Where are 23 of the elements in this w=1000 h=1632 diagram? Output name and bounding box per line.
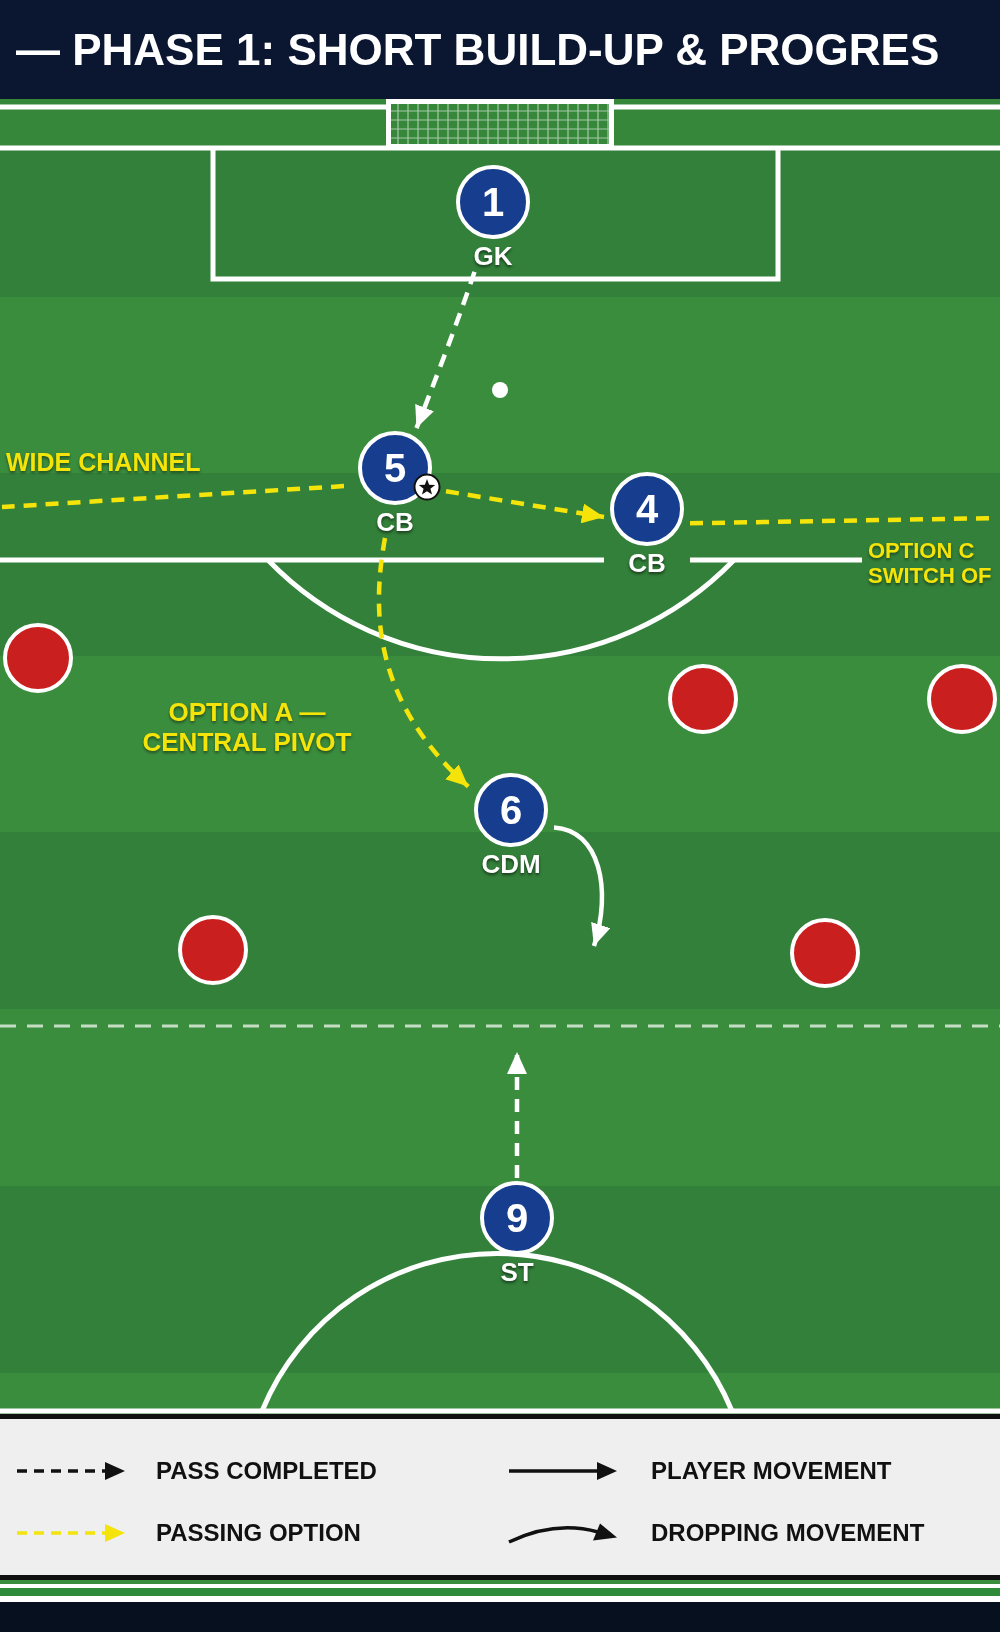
- player-marker: 1: [456, 165, 530, 239]
- arrow: [414, 271, 477, 429]
- player-marker: 4: [610, 472, 684, 546]
- edge-label: OPTION A — CENTRAL PIVOT: [141, 697, 353, 757]
- position-label: CB: [376, 507, 414, 537]
- position-label: CDM: [481, 849, 541, 879]
- position-label: ST: [500, 1257, 534, 1287]
- arrow: [445, 489, 605, 524]
- player-marker: 5: [358, 431, 432, 505]
- legend-label: DROPPING MOVEMENT: [651, 1518, 925, 1548]
- arrow: [376, 537, 470, 789]
- arrow: [553, 825, 610, 947]
- player-marker: 6: [474, 773, 548, 847]
- position-label: CB: [628, 548, 666, 578]
- legend-label: PLAYER MOVEMENT: [651, 1456, 892, 1486]
- legend-label: PASS COMPLETED: [156, 1456, 377, 1486]
- position-label: GK: [473, 241, 513, 271]
- edge-label: WIDE CHANNEL: [6, 448, 201, 477]
- player-marker: 9: [480, 1181, 554, 1255]
- legend-label: PASSING OPTION: [156, 1518, 361, 1548]
- diagram-title: — PHASE 1: SHORT BUILD-UP & PROGRES: [16, 24, 940, 76]
- edge-label: OPTION C SWITCH OF: [868, 538, 993, 588]
- arrow: [507, 1052, 527, 1178]
